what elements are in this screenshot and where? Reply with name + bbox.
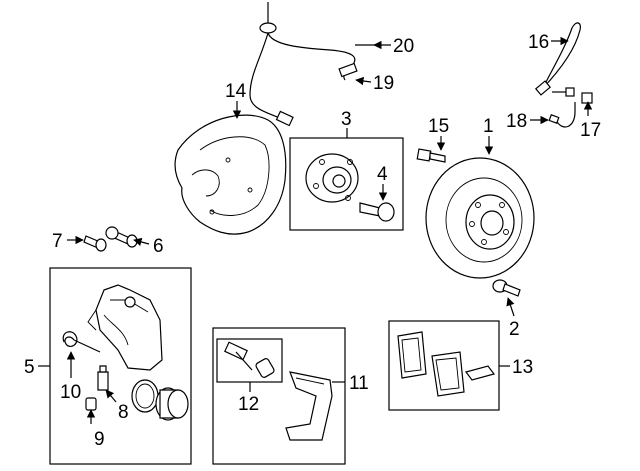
callout-9: 9 [94,429,105,450]
hub-bolt [359,202,395,222]
bolt-6 [105,226,138,248]
callout-15: 15 [428,116,449,137]
callout-12: 12 [238,394,259,415]
brake-pads [397,331,465,397]
caliper-spring-clip [62,331,101,353]
callout-3: 3 [341,109,352,130]
callout-18: 18 [506,111,527,132]
callout-13: 13 [512,357,533,378]
abs-sensor-wire [249,2,375,127]
caliper-housing [87,284,163,371]
bolt-7 [83,235,107,252]
piston-seal [131,379,159,413]
guide-group-box [216,338,283,383]
callout-17: 17 [580,120,601,141]
pad-clip [464,365,496,381]
callout-19: 19 [373,73,394,94]
bleeder-cap [85,397,97,411]
brake-hose [534,22,593,128]
caliper-bracket [285,371,333,441]
callout-1: 1 [483,116,494,137]
leader-lines [38,36,593,424]
bleeder-valve [97,365,109,391]
bolt-15 [416,148,446,163]
callout-16: 16 [528,32,549,53]
guide-boot [255,358,275,378]
guide-pin [224,341,253,371]
bracket-group-box [212,327,346,465]
hub-bearing [305,153,359,203]
callout-10: 10 [60,382,81,403]
callout-labels: 1 2 3 4 5 6 7 8 9 10 11 12 13 14 15 16 1… [24,32,601,450]
callout-20: 20 [393,36,414,57]
piston [155,387,189,421]
callout-11: 11 [349,373,369,394]
callout-14: 14 [225,81,247,102]
callout-7: 7 [52,231,63,252]
callout-4: 4 [377,164,388,185]
callout-8: 8 [118,402,129,423]
callout-6: 6 [153,236,164,257]
callout-5: 5 [24,357,35,378]
bolt-2 [492,279,521,297]
callout-2: 2 [509,319,520,340]
splash-shield [174,114,287,235]
brake-rotor [425,157,535,279]
